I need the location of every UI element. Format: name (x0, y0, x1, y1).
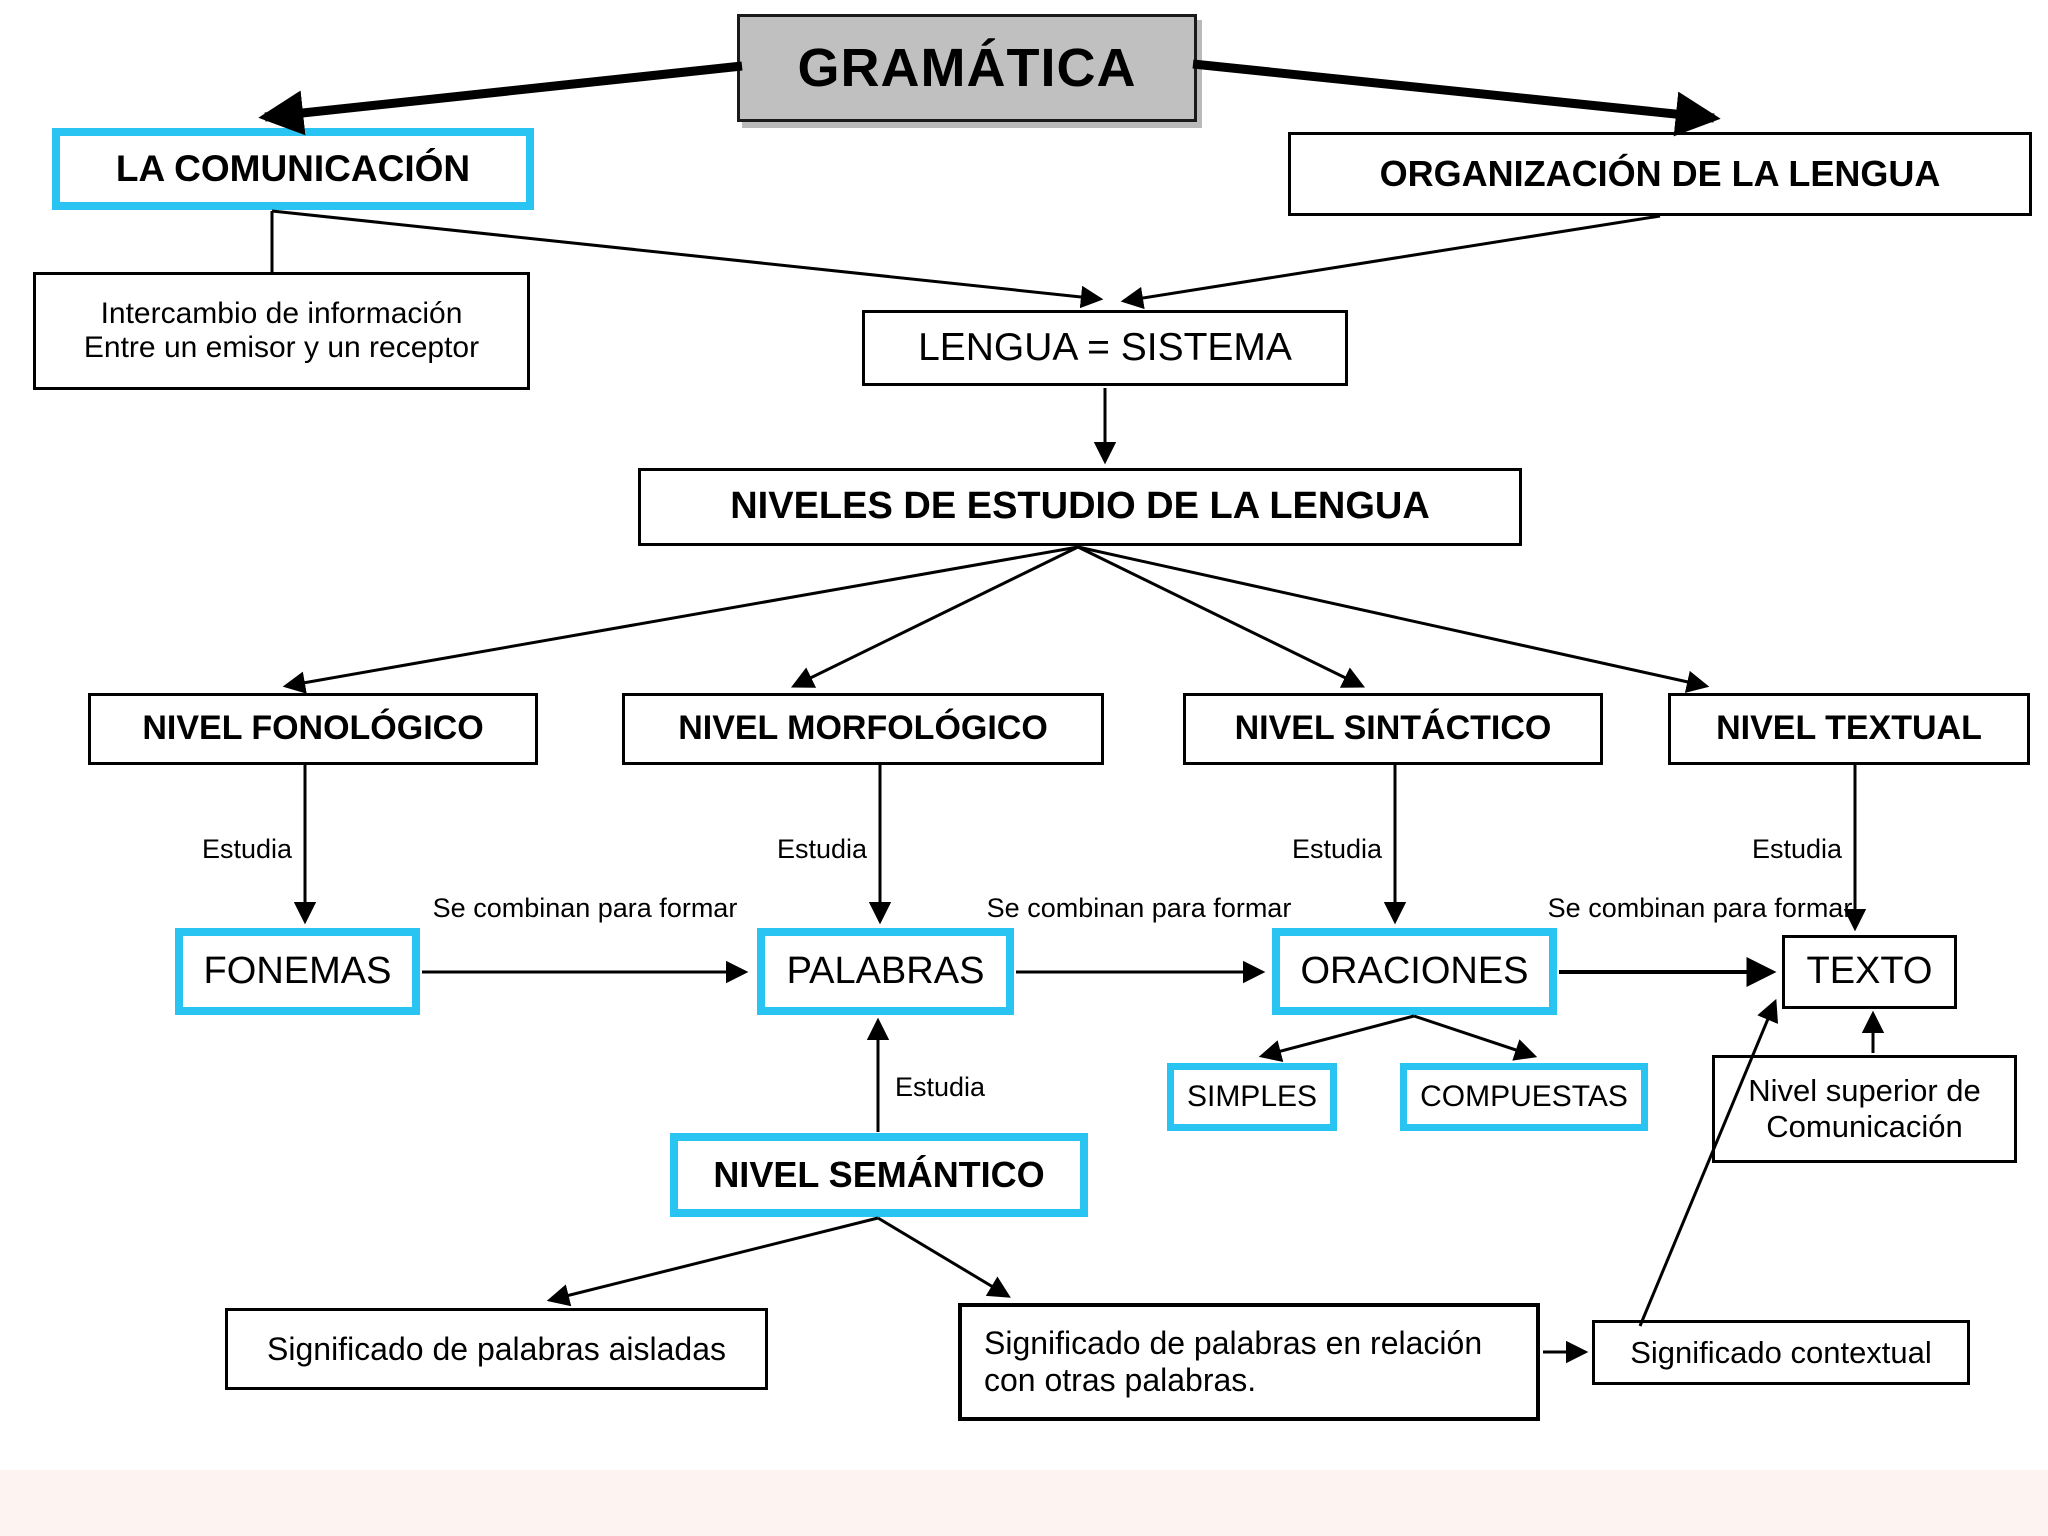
edge-organizacion-lengua (1120, 214, 1661, 310)
node-lengua-sistema-label: LENGUA = SISTEMA (918, 325, 1292, 369)
node-simples-label: SIMPLES (1186, 1079, 1318, 1113)
edge-label-estudia-sintactico: Estudia (1291, 834, 1382, 864)
node-significado-aisladas-label: Significado de palabras aisladas (267, 1330, 726, 1367)
edge-label-combinan-2: Se combinan para formar (986, 893, 1292, 923)
node-compuestas: COMPUESTAS (1400, 1063, 1648, 1131)
node-nivel-fonologico-label: NIVEL FONOLÓGICO (142, 709, 484, 748)
edge-oraciones-simples (1258, 1014, 1415, 1063)
edge-label-estudia-textual: Estudia (1751, 834, 1842, 864)
edge-label-combinan-1: Se combinan para formar (432, 893, 738, 923)
edge-niveles-fonologico (282, 545, 1079, 694)
node-significado-contextual: Significado contextual (1592, 1320, 1970, 1385)
node-nivel-textual: NIVEL TEXTUAL (1668, 693, 2030, 765)
node-significado-relacion-line2: con otras palabras. (984, 1362, 1257, 1398)
edge-niveles-sintactico (1077, 545, 1366, 688)
node-gramatica-label: GRAMÁTICA (797, 37, 1137, 98)
node-nivel-semantico: NIVEL SEMÁNTICO (670, 1133, 1088, 1217)
node-lengua-sistema: LENGUA = SISTEMA (862, 310, 1348, 386)
node-palabras-label: PALABRAS (786, 949, 985, 992)
node-compuestas-label: COMPUESTAS (1420, 1079, 1628, 1113)
node-nivel-textual-label: NIVEL TEXTUAL (1716, 709, 1982, 748)
node-gramatica: GRAMÁTICA (737, 14, 1197, 122)
node-significado-relacion-line1: Significado de palabras en relación (984, 1325, 1483, 1362)
node-nivel-sintactico: NIVEL SINTÁCTICO (1183, 693, 1603, 765)
node-simples: SIMPLES (1167, 1063, 1337, 1131)
node-nivel-morfologico-label: NIVEL MORFOLÓGICO (678, 709, 1048, 748)
node-intercambio-line1: Intercambio de información (100, 296, 463, 330)
node-oraciones: ORACIONES (1272, 928, 1557, 1015)
edge-oraciones-compuestas (1413, 1014, 1538, 1061)
node-nivel-superior-line2: Comunicación (1766, 1109, 1963, 1144)
edge-label-combinan-3: Se combinan para formar (1547, 893, 1853, 923)
node-la-comunicacion-label: LA COMUNICACIÓN (115, 147, 471, 189)
node-la-comunicacion: LA COMUNICACIÓN (52, 128, 534, 210)
edge-semantico-aisladas (546, 1216, 879, 1307)
node-nivel-superior: Nivel superior de Comunicación (1712, 1055, 2017, 1163)
node-niveles-estudio: NIVELES DE ESTUDIO DE LA LENGUA (638, 468, 1522, 546)
edge-label-estudia-fonologico: Estudia (201, 834, 292, 864)
node-significado-aisladas: Significado de palabras aisladas (225, 1308, 768, 1390)
node-oraciones-label: ORACIONES (1300, 949, 1529, 992)
page-edge-tint (0, 1470, 2048, 1536)
node-fonemas-label: FONEMAS (203, 949, 392, 992)
edge-semantico-relacion (877, 1216, 1011, 1298)
node-intercambio: Intercambio de información Entre un emis… (33, 272, 530, 390)
edge-gramatica-organizacion (1192, 59, 1721, 137)
node-nivel-sintactico-label: NIVEL SINTÁCTICO (1234, 709, 1552, 748)
node-niveles-estudio-label: NIVELES DE ESTUDIO DE LA LENGUA (730, 485, 1430, 528)
edge-contextual-texto (1638, 998, 1779, 1327)
node-organizacion-lengua-label: ORGANIZACIÓN DE LA LENGUA (1379, 153, 1941, 195)
edge-niveles-textual (1077, 545, 1710, 693)
edge-label-estudia-morfologico: Estudia (776, 834, 867, 864)
node-nivel-morfologico: NIVEL MORFOLÓGICO (622, 693, 1104, 765)
node-texto: TEXTO (1782, 935, 1957, 1009)
edge-gramatica-comunicacion (258, 61, 743, 136)
node-nivel-fonologico: NIVEL FONOLÓGICO (88, 693, 538, 765)
node-texto-label: TEXTO (1806, 950, 1933, 993)
node-organizacion-lengua: ORGANIZACIÓN DE LA LENGUA (1288, 132, 2032, 216)
edge-niveles-morfologico (790, 545, 1079, 688)
node-significado-contextual-label: Significado contextual (1630, 1334, 1932, 1370)
node-nivel-superior-line1: Nivel superior de (1748, 1073, 1981, 1109)
node-nivel-semantico-label: NIVEL SEMÁNTICO (713, 1154, 1045, 1196)
node-intercambio-line2: Entre un emisor y un receptor (83, 331, 480, 364)
node-palabras: PALABRAS (757, 928, 1014, 1015)
node-significado-relacion: Significado de palabras en relación con … (958, 1303, 1540, 1421)
node-fonemas: FONEMAS (175, 928, 420, 1015)
edge-label-estudia-semantico: Estudia (895, 1072, 986, 1102)
